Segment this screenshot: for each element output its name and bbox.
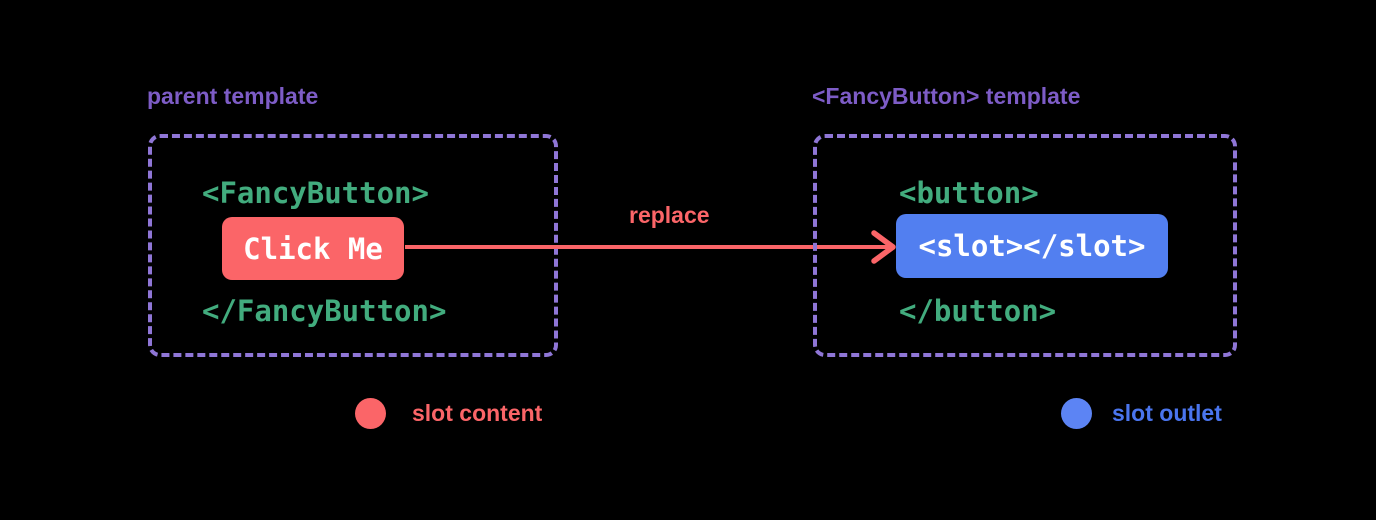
slot-content-legend-label: slot content (412, 400, 543, 426)
slot-content-chip: Click Me (222, 217, 404, 280)
parent-template-title: parent template (147, 83, 319, 109)
button-close-tag: </button> (899, 294, 1057, 328)
replace-label: replace (629, 202, 710, 228)
slot-outlet-legend-label: slot outlet (1112, 400, 1222, 426)
slot-outlet-dot-icon (1061, 398, 1092, 429)
fancybutton-close-tag: </FancyButton> (202, 294, 447, 328)
fancybutton-template-box (813, 134, 1237, 357)
fancybutton-template-title: <FancyButton> template (812, 83, 1081, 109)
click-me-label: Click Me (243, 231, 383, 266)
replace-arrow (405, 230, 896, 264)
slot-content-dot-icon (355, 398, 386, 429)
fancybutton-open-tag: <FancyButton> (202, 176, 429, 210)
slot-tag-label: <slot></slot> (918, 229, 1146, 263)
button-open-tag: <button> (899, 176, 1039, 210)
slot-outlet-chip: <slot></slot> (896, 214, 1168, 278)
